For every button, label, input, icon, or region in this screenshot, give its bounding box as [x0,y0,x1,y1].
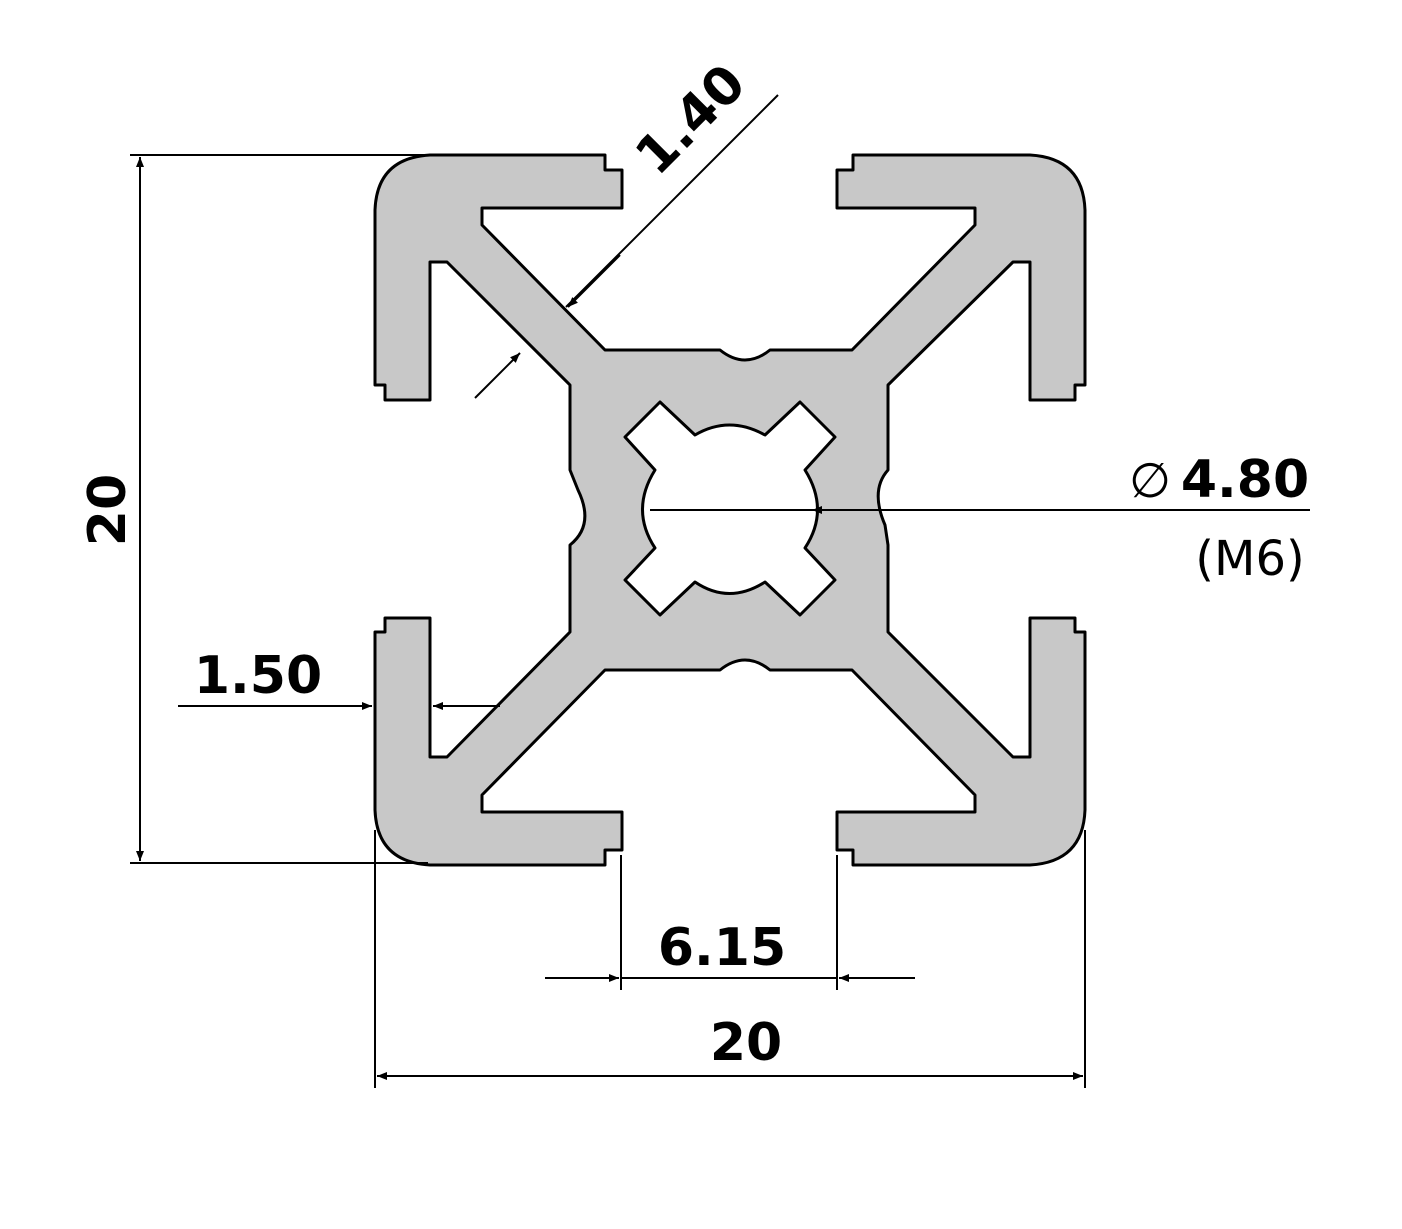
bore-thread-label: (M6) [1195,531,1304,587]
bore-diameter-dimension: ∅ 4.80 (M6) [650,450,1310,587]
diameter-symbol: ∅ [1129,453,1171,509]
slot-width-label: 6.15 [658,918,786,978]
center-bore [623,400,837,617]
bore-diameter-label: 4.80 [1181,450,1309,510]
slot-width-dimension: 6.15 [545,855,915,990]
width-label: 20 [710,1013,782,1073]
height-dimension: 20 [78,154,428,864]
web-thickness-dimension: 1.40 [474,53,779,399]
web-thickness-label: 1.40 [624,53,757,186]
wall-thickness-dimension: 1.50 [178,646,500,710]
width-dimension: 20 [374,830,1086,1088]
wall-thickness-label: 1.50 [194,646,322,706]
height-label: 20 [78,474,138,546]
